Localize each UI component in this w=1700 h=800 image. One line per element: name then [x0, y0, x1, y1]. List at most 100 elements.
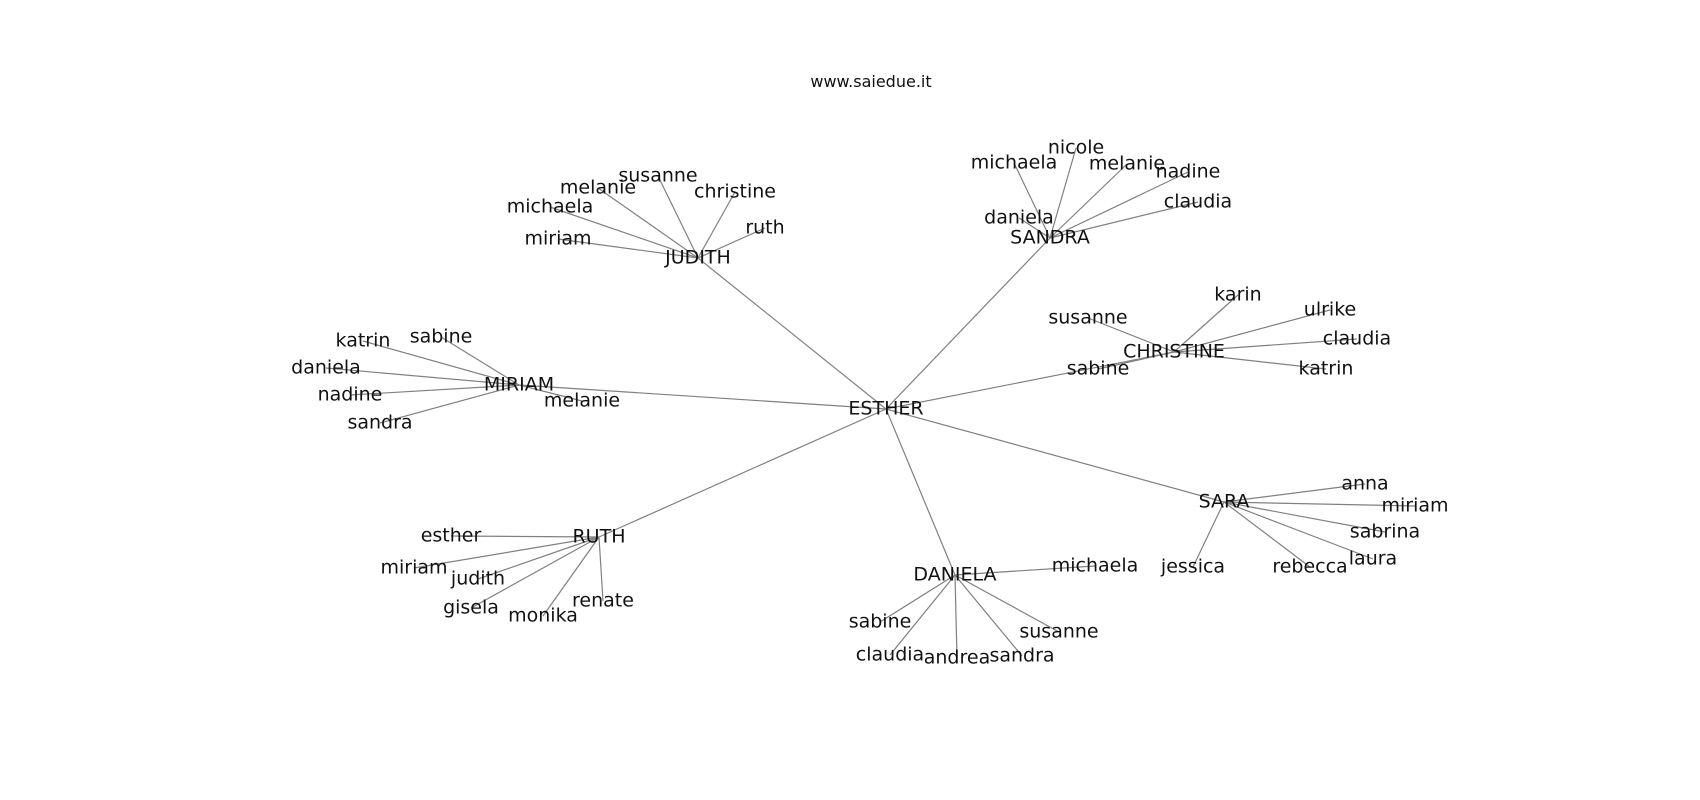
edge-christine-ulrike: [1173, 309, 1331, 353]
leaf-node-judith-michaela: michaela: [507, 196, 594, 218]
edge-miriam-melanie: [518, 384, 583, 402]
edge-miriam-nadine: [349, 384, 520, 396]
edge-daniela-sabine: [879, 574, 956, 623]
edge-root-sandra: [885, 237, 1051, 410]
leaf-node-sandra-claudia: claudia: [1164, 191, 1232, 213]
leaf-node-daniela-andrea: andrea: [924, 647, 990, 669]
edges-layer: [325, 147, 1416, 659]
edge-sara-sabrina: [1223, 501, 1386, 533]
leaf-node-christine-katrin: katrin: [1299, 358, 1354, 380]
edge-root-daniela: [885, 408, 956, 576]
leaf-node-christine-sabine: sabine: [1067, 358, 1130, 380]
leaf-node-judith-ruth: ruth: [745, 217, 784, 239]
leaf-node-sandra-nicole: nicole: [1048, 137, 1104, 159]
edge-sara-anna: [1223, 483, 1366, 503]
leaf-node-daniela-michaela: michaela: [1052, 555, 1139, 577]
edge-daniela-sandra: [954, 574, 1023, 657]
labels-layer: www.saiedue.it ESTHER JUDITH miriam michael…: [291, 72, 1448, 669]
leaf-node-miriam-katrin: katrin: [336, 330, 391, 352]
edge-miriam-daniela: [325, 367, 520, 386]
edge-sara-jessica: [1192, 501, 1225, 568]
edge-judith-melanie: [597, 187, 699, 259]
edge-judith-michaela: [549, 206, 699, 259]
edge-root-judith: [697, 257, 887, 410]
leaf-node-sara-laura: laura: [1349, 548, 1397, 570]
leaf-node-christine-claudia: claudia: [1323, 328, 1391, 350]
edge-sara-miriam: [1223, 501, 1416, 507]
hub-node-christine: CHRISTINE: [1123, 341, 1225, 363]
edge-daniela-susanne: [954, 574, 1060, 633]
leaf-node-judith-susanne: susanne: [618, 165, 697, 187]
hub-node-daniela: DANIELA: [913, 564, 996, 586]
edge-ruth-renate: [598, 536, 604, 602]
edge-root-sara: [885, 408, 1225, 503]
edge-christine-sabine: [1097, 351, 1175, 370]
leaf-node-ruth-esther: esther: [421, 525, 482, 547]
leaf-node-sara-jessica: jessica: [1160, 556, 1225, 578]
edge-sara-rebecca: [1223, 501, 1311, 568]
leaf-node-christine-susanne: susanne: [1048, 307, 1127, 329]
hub-node-miriam: MIRIAM: [484, 374, 554, 396]
leaf-node-judith-christine: christine: [694, 181, 776, 203]
leaf-node-sandra-melanie: melanie: [1089, 153, 1165, 175]
edge-sara-laura: [1223, 501, 1374, 560]
leaf-node-sandra-nadine: nadine: [1156, 161, 1221, 183]
leaf-node-daniela-claudia: claudia: [856, 644, 924, 666]
edge-ruth-gisela: [470, 536, 600, 609]
leaf-node-miriam-nadine: nadine: [318, 384, 383, 406]
leaf-node-daniela-sabine: sabine: [849, 611, 912, 633]
edge-judith-christine: [697, 191, 736, 259]
edge-christine-katrin: [1173, 351, 1327, 370]
edge-sandra-nadine: [1049, 171, 1189, 239]
leaf-node-christine-karin: karin: [1214, 284, 1261, 306]
leaf-node-ruth-judith: judith: [450, 568, 505, 590]
hub-node-sandra: SANDRA: [1010, 227, 1090, 249]
edge-daniela-claudia: [889, 574, 956, 656]
edge-judith-miriam: [557, 238, 699, 259]
leaf-node-sara-anna: anna: [1341, 473, 1388, 495]
edge-root-miriam: [518, 384, 887, 410]
edge-ruth-esther: [450, 535, 600, 538]
edge-root-ruth: [598, 408, 887, 538]
edge-christine-susanne: [1087, 317, 1175, 353]
hub-node-sara: SARA: [1199, 491, 1250, 513]
site-url: www.saiedue.it: [810, 72, 931, 91]
leaf-node-sara-sabrina: sabrina: [1350, 521, 1420, 543]
edge-daniela-michaela: [954, 565, 1096, 576]
leaf-node-sara-rebecca: rebecca: [1272, 556, 1347, 578]
edge-daniela-andrea: [954, 574, 958, 659]
hub-node-ruth: RUTH: [572, 526, 625, 548]
leaf-node-daniela-susanne: susanne: [1019, 621, 1098, 643]
edge-sandra-claudia: [1049, 201, 1199, 239]
leaf-node-miriam-daniela: daniela: [291, 357, 361, 379]
edge-christine-claudia: [1173, 338, 1358, 353]
leaf-node-sara-miriam: miriam: [1381, 495, 1448, 517]
leaf-node-judith-miriam: miriam: [524, 228, 591, 250]
leaf-node-sandra-daniela: daniela: [984, 207, 1054, 229]
edge-sandra-melanie: [1049, 163, 1128, 239]
leaf-node-ruth-monika: monika: [508, 605, 578, 627]
edge-ruth-monika: [542, 536, 600, 617]
edge-miriam-sandra: [379, 384, 520, 424]
leaf-node-miriam-sandra: sandra: [347, 412, 412, 434]
leaf-node-daniela-sandra: sandra: [989, 645, 1054, 667]
edge-miriam-katrin: [362, 340, 520, 386]
edge-ruth-miriam: [413, 536, 600, 569]
leaf-node-miriam-sabine: sabine: [410, 326, 473, 348]
edge-judith-susanne: [657, 175, 699, 259]
leaf-node-ruth-renate: renate: [572, 590, 634, 612]
root-node-label: ESTHER: [848, 398, 923, 420]
leaf-node-christine-ulrike: ulrike: [1304, 299, 1356, 321]
edge-root-christine: [885, 351, 1175, 410]
edge-christine-karin: [1173, 294, 1239, 353]
leaf-node-miriam-melanie: melanie: [544, 390, 620, 412]
edge-miriam-sabine: [440, 336, 520, 386]
leaf-node-ruth-miriam: miriam: [380, 557, 447, 579]
edge-sandra-michaela: [1013, 162, 1051, 239]
leaf-node-ruth-gisela: gisela: [443, 597, 499, 619]
leaf-node-sandra-michaela: michaela: [971, 152, 1058, 174]
edge-judith-ruth: [697, 227, 766, 259]
hub-node-judith: JUDITH: [664, 247, 731, 269]
edge-sandra-daniela: [1018, 217, 1051, 239]
